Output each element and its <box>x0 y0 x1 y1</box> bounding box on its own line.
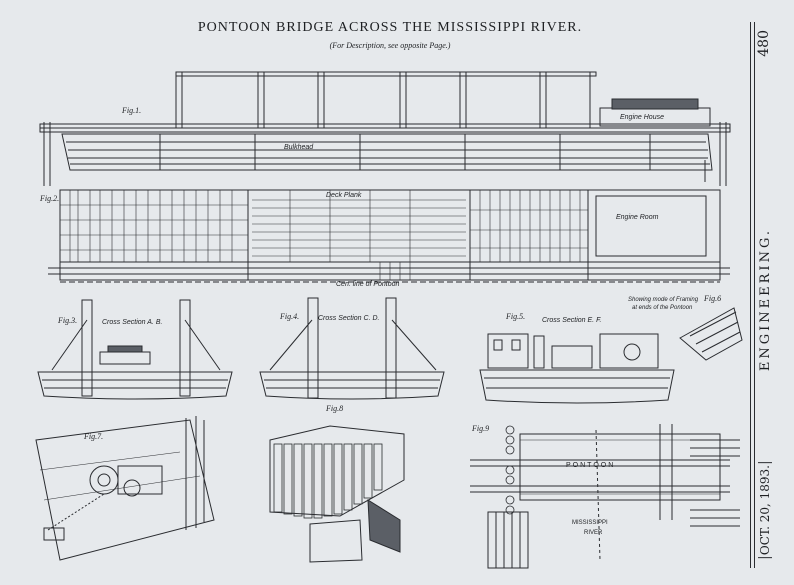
cross-section-ef-label: Cross Section E. F. <box>542 317 602 324</box>
fig6-label: Fig.6 <box>704 294 722 303</box>
fig3-section <box>37 299 233 400</box>
fig6-detail <box>679 307 743 361</box>
fig9-plan <box>470 424 740 569</box>
fig4-section <box>259 297 445 400</box>
pontoon-label: PONTOON <box>566 462 616 469</box>
fig4-label: Fig.4. <box>280 312 300 321</box>
fig7-winch <box>35 416 215 561</box>
fig1-label: Fig.1. <box>122 106 142 115</box>
page-title: PONTOON BRIDGE ACROSS THE MISSISSIPPI RI… <box>197 20 583 35</box>
showing-mode-label: Showing mode of Framing <box>628 297 699 303</box>
fig2-label: Fig.2. <box>40 194 60 203</box>
fig8-framing <box>269 425 405 563</box>
mississippi-label: MISSISSIPPI <box>572 520 608 526</box>
fig8-label: Fig.8 <box>326 404 344 413</box>
center-line-label: Cen. line of Pontoon <box>336 281 400 288</box>
fig9-label: Fig.9 <box>472 424 490 433</box>
fig5-section <box>479 333 675 404</box>
margin-rule-inner <box>754 22 755 568</box>
fig3-label: Fig.3. <box>58 316 78 325</box>
showing-mode-label-2: at ends of the Pontoon <box>632 305 693 311</box>
fig7-label: Fig.7. <box>84 432 104 441</box>
fig2-plan <box>48 189 730 283</box>
deck-plank-label: Deck Plank <box>326 192 362 199</box>
page-subtitle: (For Description, see opposite Page.) <box>329 41 451 50</box>
margin-rule <box>750 22 751 568</box>
fig1-elevation <box>39 71 731 186</box>
bulkhead-label: Bulkhead <box>284 144 314 151</box>
fig5-label: Fig.5. <box>506 312 526 321</box>
cross-section-ab-label: Cross Section A. B. <box>102 319 163 326</box>
engine-house-label: Engine House <box>620 114 664 121</box>
engine-room-label: Engine Room <box>616 214 659 221</box>
cross-section-cd-label: Cross Section C. D. <box>318 315 380 322</box>
river-label: RIVER <box>584 530 603 536</box>
